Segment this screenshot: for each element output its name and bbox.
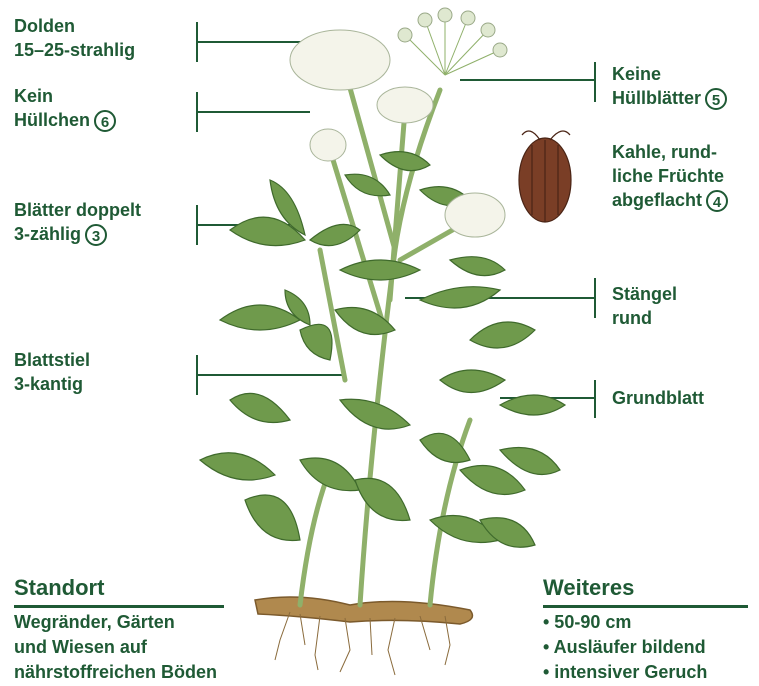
label-blattstiel-line2: 3-kantig <box>14 372 90 396</box>
standort-title: Standort <box>14 575 104 601</box>
label-fruechte-line3: abgeflacht <box>612 190 702 210</box>
label-dolden-line2: 15–25-strahlig <box>14 38 135 62</box>
label-blaetter-line1: Blätter doppelt <box>14 198 141 222</box>
label-huellblaetter-line1: Keine <box>612 62 727 86</box>
number-badge-3: 3 <box>85 224 107 246</box>
label-blaetter-line2: 3-zählig <box>14 224 81 244</box>
standort-line1: Wegränder, Gärten <box>14 610 217 635</box>
open-umbel-flowers <box>398 8 507 57</box>
label-staengel: Stängel rund <box>612 282 677 330</box>
standort-line3: nährstoffreichen Böden <box>14 660 217 685</box>
weiteres-item: • Ausläufer bildend <box>543 635 707 660</box>
label-fruechte-line2: liche Früchte <box>612 164 728 188</box>
weiteres-title: Weiteres <box>543 575 634 601</box>
fruit <box>519 131 571 222</box>
weiteres-item: • 50-90 cm <box>543 610 707 635</box>
standort-divider <box>14 605 224 608</box>
number-badge-6: 6 <box>94 110 116 132</box>
label-huellblaetter-line2: Hüllblätter <box>612 88 701 108</box>
label-huellchen-line1: Kein <box>14 84 116 108</box>
number-badge-5: 5 <box>705 88 727 110</box>
label-huellchen-line2: Hüllchen <box>14 110 90 130</box>
label-staengel-line2: rund <box>612 306 677 330</box>
label-grundblatt: Grundblatt <box>612 386 704 410</box>
label-staengel-line1: Stängel <box>612 282 677 306</box>
label-blattstiel-line1: Blattstiel <box>14 348 90 372</box>
label-fruechte-line1: Kahle, rund- <box>612 140 728 164</box>
standort-line2: und Wiesen auf <box>14 635 217 660</box>
number-badge-4: 4 <box>706 190 728 212</box>
weiteres-list: • 50-90 cm • Ausläufer bildend • intensi… <box>543 610 707 685</box>
weiteres-divider <box>543 605 748 608</box>
standort-text: Wegränder, Gärten und Wiesen auf nährsto… <box>14 610 217 685</box>
weiteres-item: • intensiver Geruch <box>543 660 707 685</box>
label-grundblatt-line1: Grundblatt <box>612 386 704 410</box>
label-blattstiel: Blattstiel 3-kantig <box>14 348 90 396</box>
label-dolden-line1: Dolden <box>14 14 135 38</box>
label-dolden: Dolden 15–25-strahlig <box>14 14 135 62</box>
